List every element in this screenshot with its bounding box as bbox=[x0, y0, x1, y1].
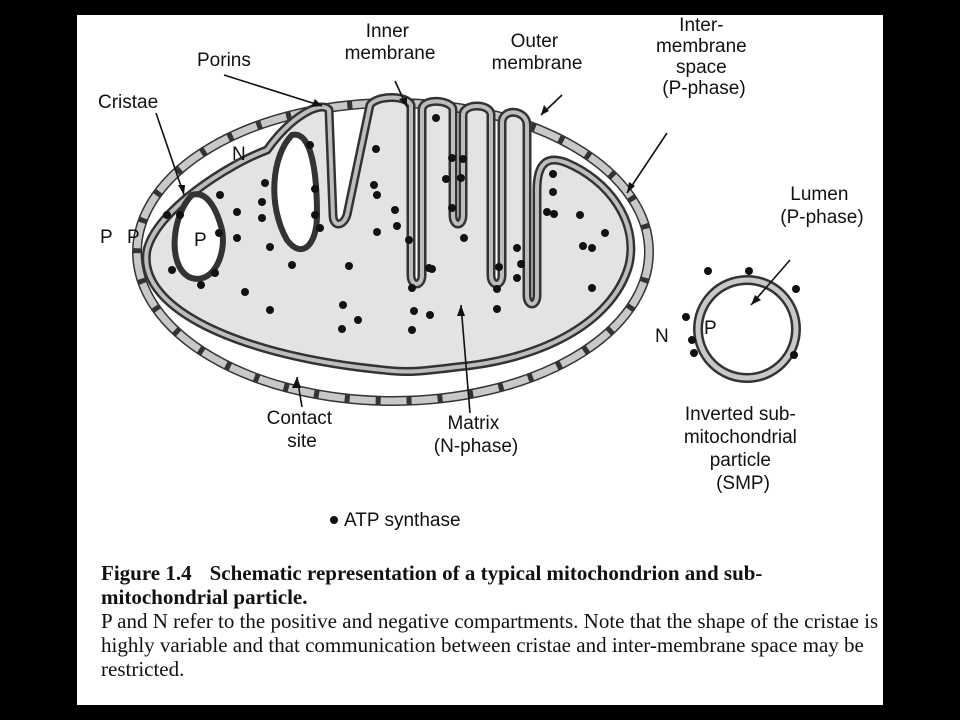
label-smp-n: N bbox=[655, 326, 669, 347]
label-smp: Inverted sub- mitochondrial particle (SM… bbox=[684, 404, 802, 494]
label-p-outer-2: P bbox=[127, 227, 140, 248]
label-lumen: Lumen (P-phase) bbox=[780, 184, 863, 228]
crista-lumen-left bbox=[171, 191, 226, 282]
smp-atp-dots bbox=[682, 267, 800, 359]
atp-synthase-dots bbox=[163, 114, 609, 334]
label-n-matrix: N bbox=[232, 144, 246, 165]
label-matrix: Matrix (N-phase) bbox=[434, 413, 518, 457]
caption-title: Schematic representation of a typical mi… bbox=[101, 561, 763, 609]
label-inner-membrane: Inner membrane bbox=[345, 21, 436, 64]
inner-membrane bbox=[141, 93, 636, 376]
mitochondrion-diagram: Porins Inner membrane Outer membrane Int… bbox=[98, 15, 864, 531]
legend-label: ATP synthase bbox=[344, 510, 461, 531]
arrowheads bbox=[178, 97, 761, 388]
label-contact-site: Contact site bbox=[267, 408, 338, 452]
label-p-cristae: P bbox=[194, 230, 207, 251]
legend: ATP synthase bbox=[330, 510, 461, 531]
figure-panel: Porins Inner membrane Outer membrane Int… bbox=[77, 15, 883, 705]
label-porins: Porins bbox=[197, 50, 251, 71]
label-cristae: Cristae bbox=[98, 92, 158, 113]
label-smp-p: P bbox=[704, 318, 717, 339]
label-outer-membrane: Outer membrane bbox=[492, 31, 583, 74]
crista-lumen-center bbox=[271, 131, 321, 253]
caption-figure-number: Figure 1.4 bbox=[101, 561, 192, 585]
legend-dot bbox=[330, 516, 338, 524]
label-p-outer-1: P bbox=[100, 227, 113, 248]
inner-membrane-highlight bbox=[144, 95, 633, 374]
smp-particle bbox=[682, 267, 801, 383]
label-intermembrane-space: Inter- membrane space (P-phase) bbox=[656, 15, 752, 99]
caption-body: P and N refer to the positive and negati… bbox=[101, 609, 879, 681]
